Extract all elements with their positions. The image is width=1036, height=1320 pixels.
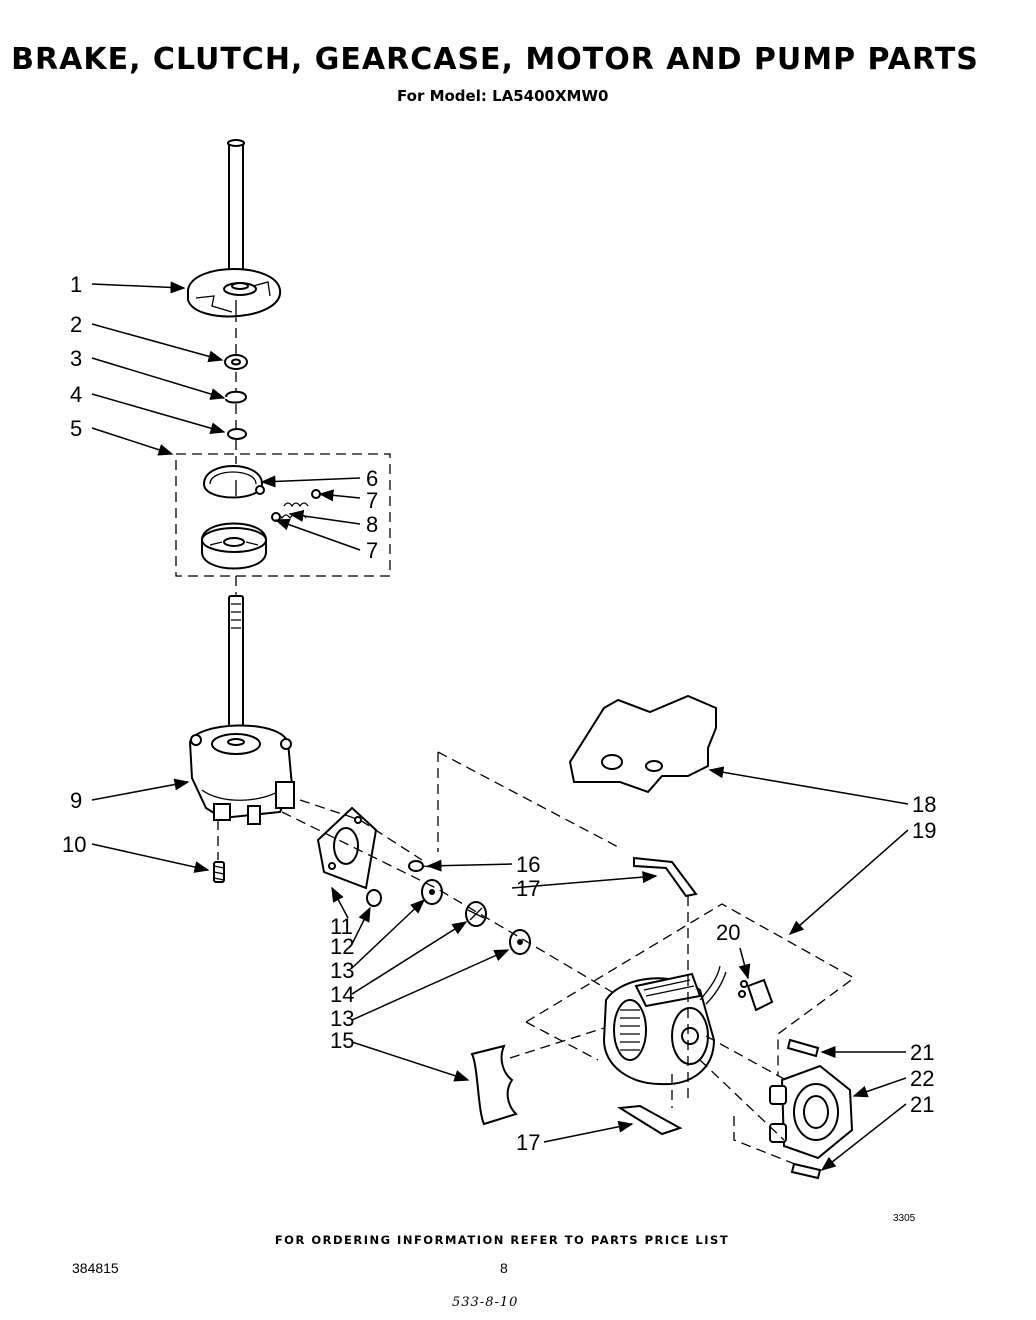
- clamp-21-upper: [786, 1038, 820, 1058]
- callout-5: 5: [70, 416, 82, 441]
- callout-10: 10: [62, 832, 86, 857]
- bolt-10: [213, 861, 225, 883]
- coupling-13a: [421, 879, 443, 905]
- pad-18: [568, 694, 717, 794]
- callout-18: 18: [912, 792, 936, 817]
- coupling-14: [465, 901, 487, 927]
- clip-17-upper: [633, 856, 698, 898]
- clutch-band-6: [202, 465, 265, 499]
- callout-3: 3: [70, 346, 82, 371]
- clutch-springs-7-8: [271, 489, 321, 522]
- callout-1: 1: [70, 272, 82, 297]
- brake-assembly: [187, 139, 282, 318]
- callout-6: 6: [366, 466, 378, 491]
- callout-11: 11: [330, 914, 353, 939]
- gearcase-9: [188, 595, 295, 825]
- ordering-note: FOR ORDERING INFORMATION REFER TO PARTS …: [274, 1233, 730, 1247]
- callout-7b: 7: [366, 538, 378, 563]
- diagram-code: 3305: [893, 1213, 916, 1224]
- callout-13b: 13: [330, 1006, 354, 1031]
- leader-lines: [91, 281, 909, 1171]
- callout-19: 19: [912, 818, 936, 843]
- washer-2: [224, 354, 248, 370]
- callout-22: 22: [910, 1066, 934, 1091]
- motor: [602, 965, 727, 1086]
- callout-13a: 13: [330, 958, 354, 983]
- callout-17b: 17: [516, 1130, 540, 1155]
- clip-17-lower: [616, 1104, 683, 1136]
- coupling-13b: [509, 929, 531, 955]
- callout-2: 2: [70, 312, 82, 337]
- switch-20: [738, 978, 774, 1012]
- clutch-group-box: [175, 453, 391, 577]
- callout-20: 20: [716, 920, 740, 945]
- document-number: 384815: [72, 1260, 119, 1276]
- mounting-plate-11: [316, 806, 378, 890]
- pump-22: [769, 1064, 854, 1160]
- callout-14: 14: [330, 982, 354, 1007]
- clamp-21-lower: [790, 1162, 822, 1180]
- model-subtitle: For Model: LA5400XMW0: [397, 87, 609, 105]
- callout-17a: 17: [516, 876, 540, 901]
- alignment-lines: [217, 312, 787, 1141]
- callout-21b: 21: [910, 1092, 934, 1117]
- page-number: 8: [500, 1260, 508, 1276]
- page-title: BRAKE, CLUTCH, GEARCASE, MOTOR AND PUMP …: [11, 42, 979, 77]
- shield-15: [470, 1044, 518, 1126]
- ring-4: [227, 428, 247, 440]
- callout-9: 9: [70, 788, 82, 813]
- clutch-hub: [201, 522, 267, 570]
- callout-7a: 7: [366, 488, 378, 513]
- nut-12: [366, 889, 382, 907]
- callout-labels: 1 2 3 4 5 6 7 8 7 9 10 11 12 13 14 13 15…: [62, 272, 936, 1155]
- callout-8: 8: [366, 512, 378, 537]
- callout-21a: 21: [910, 1040, 934, 1065]
- callout-15: 15: [330, 1028, 354, 1053]
- callout-16: 16: [516, 852, 540, 877]
- callout-4: 4: [70, 382, 82, 407]
- handwritten-note: 533-8-10: [452, 1295, 519, 1310]
- clip-3: [225, 390, 248, 404]
- callout-12: 12: [330, 934, 354, 959]
